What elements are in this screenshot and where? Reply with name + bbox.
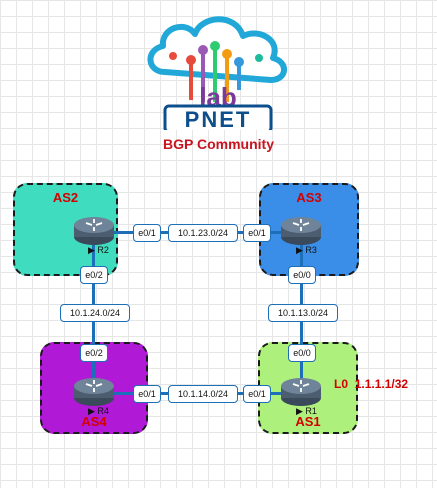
router-r3-icon[interactable] <box>279 213 323 247</box>
r1-e00-tag: e0/0 <box>288 344 316 362</box>
loopback-name: L0 <box>334 377 349 391</box>
r2-e01-tag: e0/1 <box>133 224 161 242</box>
diagram-title: BGP Community <box>163 136 274 152</box>
router-r1-name: ▶ R1 <box>296 406 317 416</box>
router-r2-icon[interactable] <box>72 213 116 247</box>
router-r1-icon[interactable] <box>279 374 323 408</box>
r4-e01-tag: e0/1 <box>133 385 161 403</box>
as2-label: AS2 <box>52 190 79 205</box>
subnet-r4-r1: 10.1.14.0/24 <box>168 385 238 403</box>
r3-e00-tag: e0/0 <box>288 266 316 284</box>
router-r3-name: ▶ R3 <box>296 245 317 255</box>
subnet-r2-r3: 10.1.23.0/24 <box>168 224 238 242</box>
r1-e01-tag: e0/1 <box>243 385 271 403</box>
pnetlab-logo: lab PNET <box>147 16 287 130</box>
as3-label: AS3 <box>296 190 322 205</box>
r3-e01-tag: e0/1 <box>243 224 271 242</box>
subnet-r3-r1: 10.1.13.0/24 <box>268 304 338 322</box>
r2-e02-tag: e0/2 <box>80 266 108 284</box>
logo-pnet-text: PNET <box>185 107 252 130</box>
router-r4-icon[interactable] <box>72 374 116 408</box>
subnet-r2-r4: 10.1.24.0/24 <box>60 304 130 322</box>
as1-label: AS1 <box>295 414 321 429</box>
router-r4-name: ▶ R4 <box>88 406 109 416</box>
r1-loopback-label: L0 1.1.1.1/32 <box>334 377 408 391</box>
r4-e02-tag: e0/2 <box>80 344 108 362</box>
as4-label: AS4 <box>81 414 107 429</box>
router-r2-name: ▶ R2 <box>88 245 109 255</box>
loopback-address: 1.1.1.1/32 <box>354 377 409 391</box>
